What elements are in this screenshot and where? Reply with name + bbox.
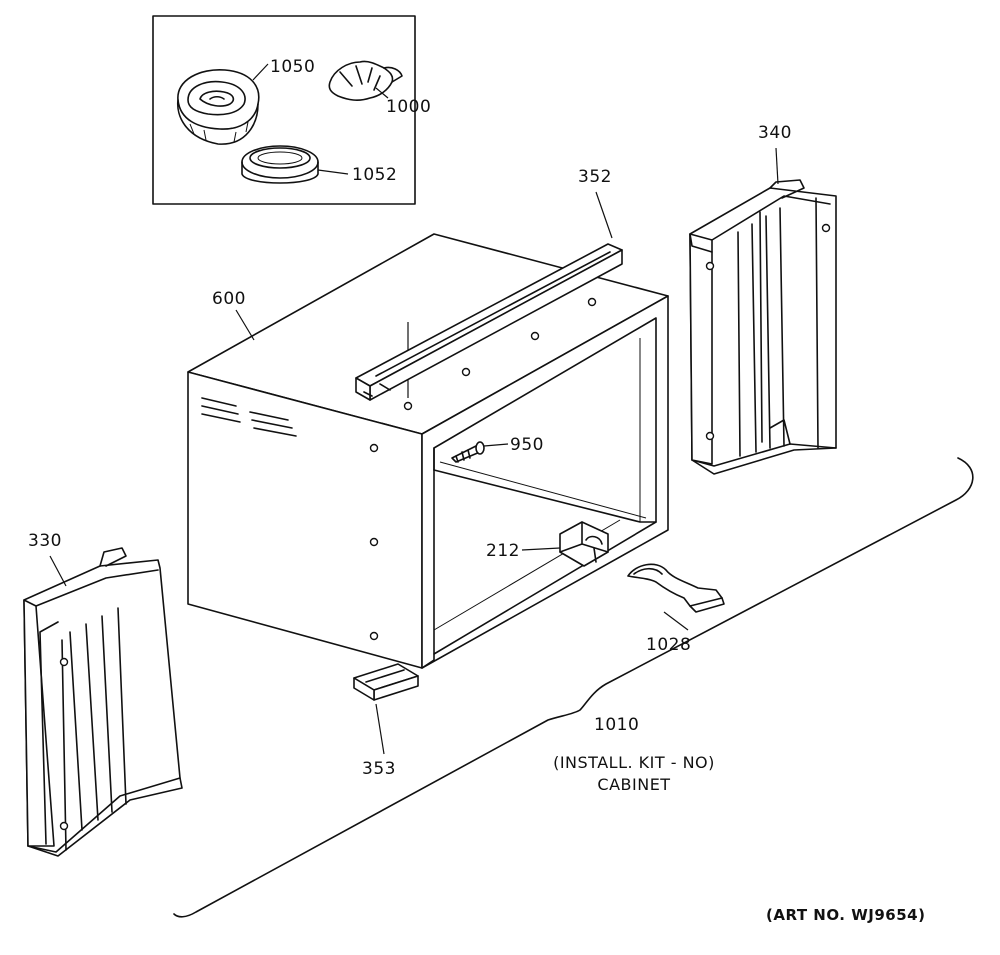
label-352: 352 [578, 167, 612, 187]
label-950: 950 [510, 435, 544, 455]
label-1052: 1052 [352, 165, 397, 185]
install-kit-inset: 1050 1000 1052 [152, 15, 431, 205]
screw-950 [451, 441, 485, 463]
packet-1000 [328, 60, 403, 101]
caption-install-kit: (INSTALL. KIT - NO) [553, 753, 715, 772]
label-353: 353 [362, 759, 396, 779]
label-1028: 1028 [646, 635, 691, 655]
clip-1028 [627, 563, 725, 613]
tape-ring-1052 [241, 145, 319, 184]
label-212: 212 [486, 541, 520, 561]
install-kit-boundary [173, 457, 974, 918]
label-330: 330 [28, 531, 62, 551]
side-channel-330 [23, 547, 183, 857]
label-1010: 1010 [594, 715, 639, 735]
side-channel-340 [689, 179, 837, 475]
sealant-roll-1050 [176, 69, 260, 145]
label-600: 600 [212, 289, 246, 309]
caption-cabinet: CABINET [597, 775, 670, 794]
cabinet-600 [187, 233, 669, 669]
label-1000: 1000 [386, 97, 431, 117]
vent-slots [201, 397, 297, 437]
bracket-212 [559, 521, 609, 567]
bottom-rail-353 [353, 663, 419, 701]
label-340: 340 [758, 123, 792, 143]
top-rail-352 [355, 243, 623, 401]
label-1050: 1050 [270, 57, 315, 77]
art-number: (ART NO. WJ9654) [766, 906, 925, 924]
